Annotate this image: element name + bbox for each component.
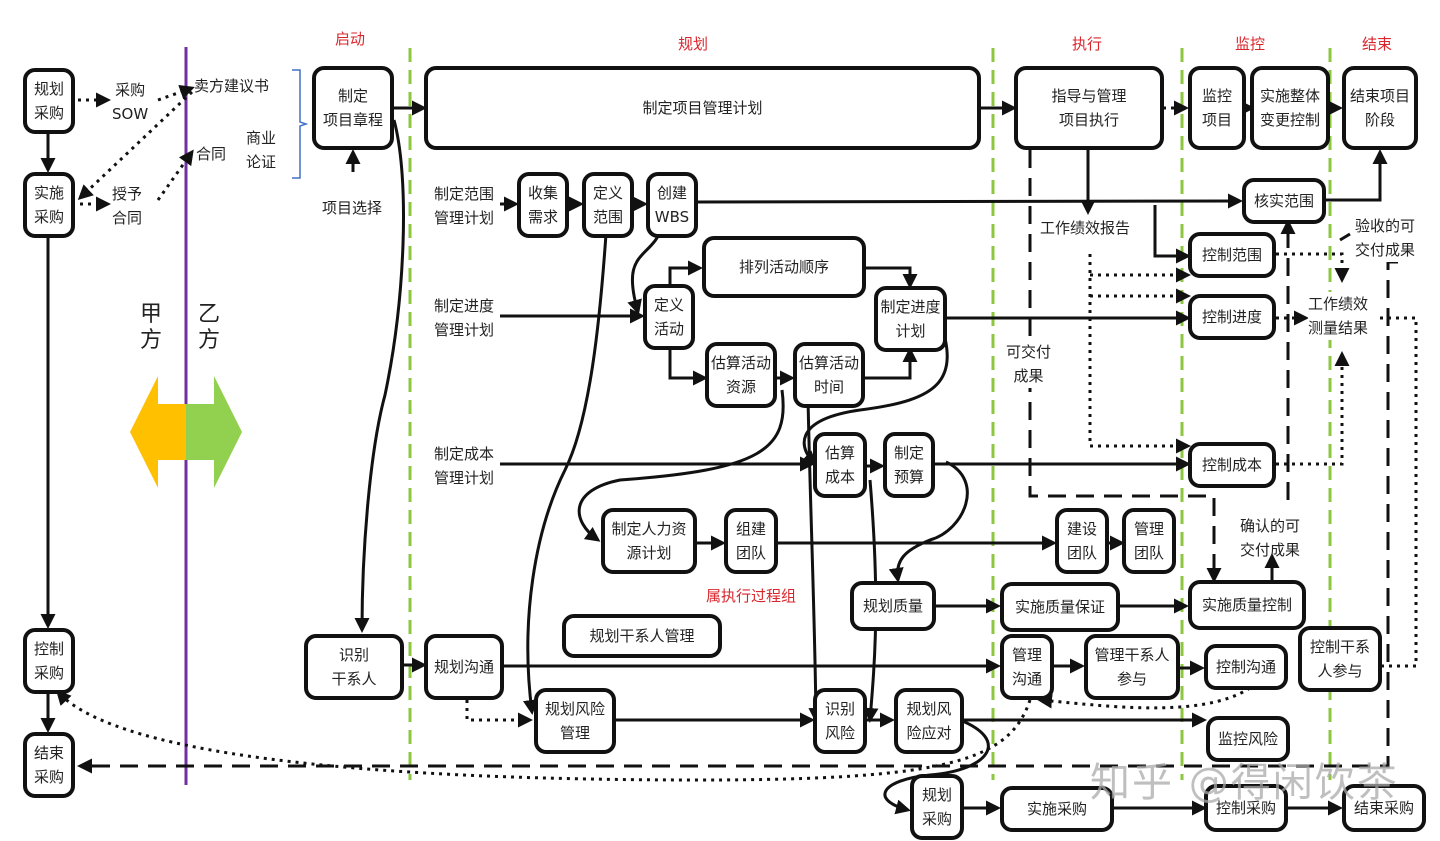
acquire-team-box[interactable]: 组建 团队: [724, 508, 778, 574]
control-procurement-bottom-box[interactable]: 控制采购: [1204, 784, 1288, 832]
phase-initiating: 启动: [335, 30, 366, 48]
develop-charter-box[interactable]: 制定 项目章程: [312, 66, 394, 150]
identify-stakeholders-box[interactable]: 识别 干系人: [304, 634, 404, 700]
control-scope-box[interactable]: 控制范围: [1188, 232, 1276, 278]
buyer-label: 甲 方: [140, 302, 163, 353]
close-procurement-bottom-box[interactable]: 结束采购: [1342, 784, 1426, 832]
collect-requirements-box[interactable]: 收集 需求: [517, 172, 569, 238]
plan-communications-box[interactable]: 规划沟通: [424, 634, 504, 700]
phase-monitoring: 监控: [1235, 35, 1266, 53]
scope-plan-label: 制定范围 管理计划: [434, 185, 495, 227]
accepted-deliverables-label: 验收的可 交付成果: [1355, 214, 1416, 262]
plan-stakeholder-box[interactable]: 规划干系人管理: [562, 614, 722, 658]
determine-budget-box[interactable]: 制定 预算: [883, 432, 935, 498]
buyer-arrow: [130, 376, 186, 488]
conduct-procurement-bottom-box[interactable]: 实施采购: [1000, 786, 1114, 832]
manage-communications-box[interactable]: 管理 沟通: [1000, 634, 1054, 700]
project-selection-label: 项目选择: [322, 199, 383, 217]
phase-dividers: [408, 48, 1332, 780]
estimate-durations-box[interactable]: 估算活动 时间: [793, 342, 865, 408]
close-phase-box[interactable]: 结束项目 阶段: [1342, 66, 1418, 150]
award-contract-label: 授予 合同: [112, 185, 143, 227]
control-costs-box[interactable]: 控制成本: [1188, 442, 1276, 488]
plan-procurement-bottom-box[interactable]: 规划 采购: [910, 774, 964, 840]
estimate-resources-box[interactable]: 估算活动 资源: [705, 342, 777, 408]
phase-executing: 执行: [1072, 35, 1103, 53]
business-case-brace: [292, 69, 309, 179]
integrated-change-control-box[interactable]: 实施整体 变更控制: [1250, 66, 1330, 150]
monitor-control-box[interactable]: 监控 项目: [1188, 66, 1246, 150]
define-scope-box[interactable]: 定义 范围: [582, 172, 634, 238]
plan-risk-box[interactable]: 规划风险 管理: [534, 688, 616, 754]
develop-schedule-box[interactable]: 制定进度 计划: [874, 286, 947, 352]
executing-group-note: 属执行过程组: [706, 587, 797, 605]
contract-label: 合同: [196, 145, 227, 163]
schedule-plan-label: 制定进度 管理计划: [434, 297, 495, 339]
work-performance-reports-label: 工作绩效报告: [1040, 216, 1131, 240]
manage-stakeholder-box[interactable]: 管理干系人 参与: [1084, 634, 1180, 700]
close-procurement-box[interactable]: 结束 采购: [23, 732, 75, 798]
identify-risks-box[interactable]: 识别 风险: [813, 688, 867, 754]
define-activities-box[interactable]: 定义 活动: [643, 284, 695, 350]
estimate-costs-box[interactable]: 估算 成本: [813, 432, 867, 498]
dashed-arrows: [77, 150, 1398, 774]
develop-team-box[interactable]: 建设 团队: [1055, 508, 1109, 574]
phase-planning: 规划: [678, 35, 709, 53]
business-case-label: 商业 论证: [246, 129, 277, 171]
deliverables-label: 可交付 成果: [1006, 340, 1052, 388]
phase-closing: 结束: [1362, 35, 1393, 53]
monitor-risks-box[interactable]: 监控风险: [1206, 716, 1290, 762]
plan-risk-responses-box[interactable]: 规划风 险应对: [894, 688, 964, 754]
control-schedule-box[interactable]: 控制进度: [1188, 294, 1276, 340]
work-performance-measurements-label: 工作绩效 测量结果: [1308, 292, 1369, 340]
verified-deliverables-label: 确认的可 交付成果: [1240, 517, 1301, 559]
seller-label: 乙 方: [198, 302, 221, 353]
cost-plan-label: 制定成本 管理计划: [434, 445, 495, 487]
seller-arrow: [186, 376, 242, 488]
sequence-activities-box[interactable]: 排列活动顺序: [702, 236, 866, 298]
plan-procurement-box[interactable]: 规划 采购: [23, 68, 75, 134]
pm-plan-box[interactable]: 制定项目管理计划: [424, 66, 981, 150]
watermark: 知乎 @得闲饮茶: [1090, 760, 1399, 806]
quality-assurance-box[interactable]: 实施质量保证: [1000, 582, 1120, 632]
control-stakeholder-box[interactable]: 控制干系 人参与: [1298, 626, 1382, 692]
create-wbs-box[interactable]: 创建 WBS: [646, 172, 698, 238]
procurement-sow-label: 采购 SOW: [112, 81, 149, 123]
control-communications-box[interactable]: 控制沟通: [1204, 644, 1288, 690]
plan-quality-box[interactable]: 规划质量: [850, 581, 936, 631]
direct-manage-box[interactable]: 指导与管理 项目执行: [1014, 66, 1164, 150]
conduct-procurement-box[interactable]: 实施 采购: [23, 172, 75, 238]
hr-plan-box[interactable]: 制定人力资 源计划: [601, 508, 697, 574]
control-procurement-box[interactable]: 控制 采购: [23, 628, 75, 694]
dotted-arrows: [55, 84, 1418, 782]
solid-arrows: [40, 100, 1388, 816]
seller-proposal-label: 卖方建议书: [194, 77, 270, 95]
validate-scope-box[interactable]: 核实范围: [1242, 178, 1326, 224]
manage-team-box[interactable]: 管理 团队: [1122, 508, 1176, 574]
quality-control-box[interactable]: 实施质量控制: [1188, 580, 1306, 630]
